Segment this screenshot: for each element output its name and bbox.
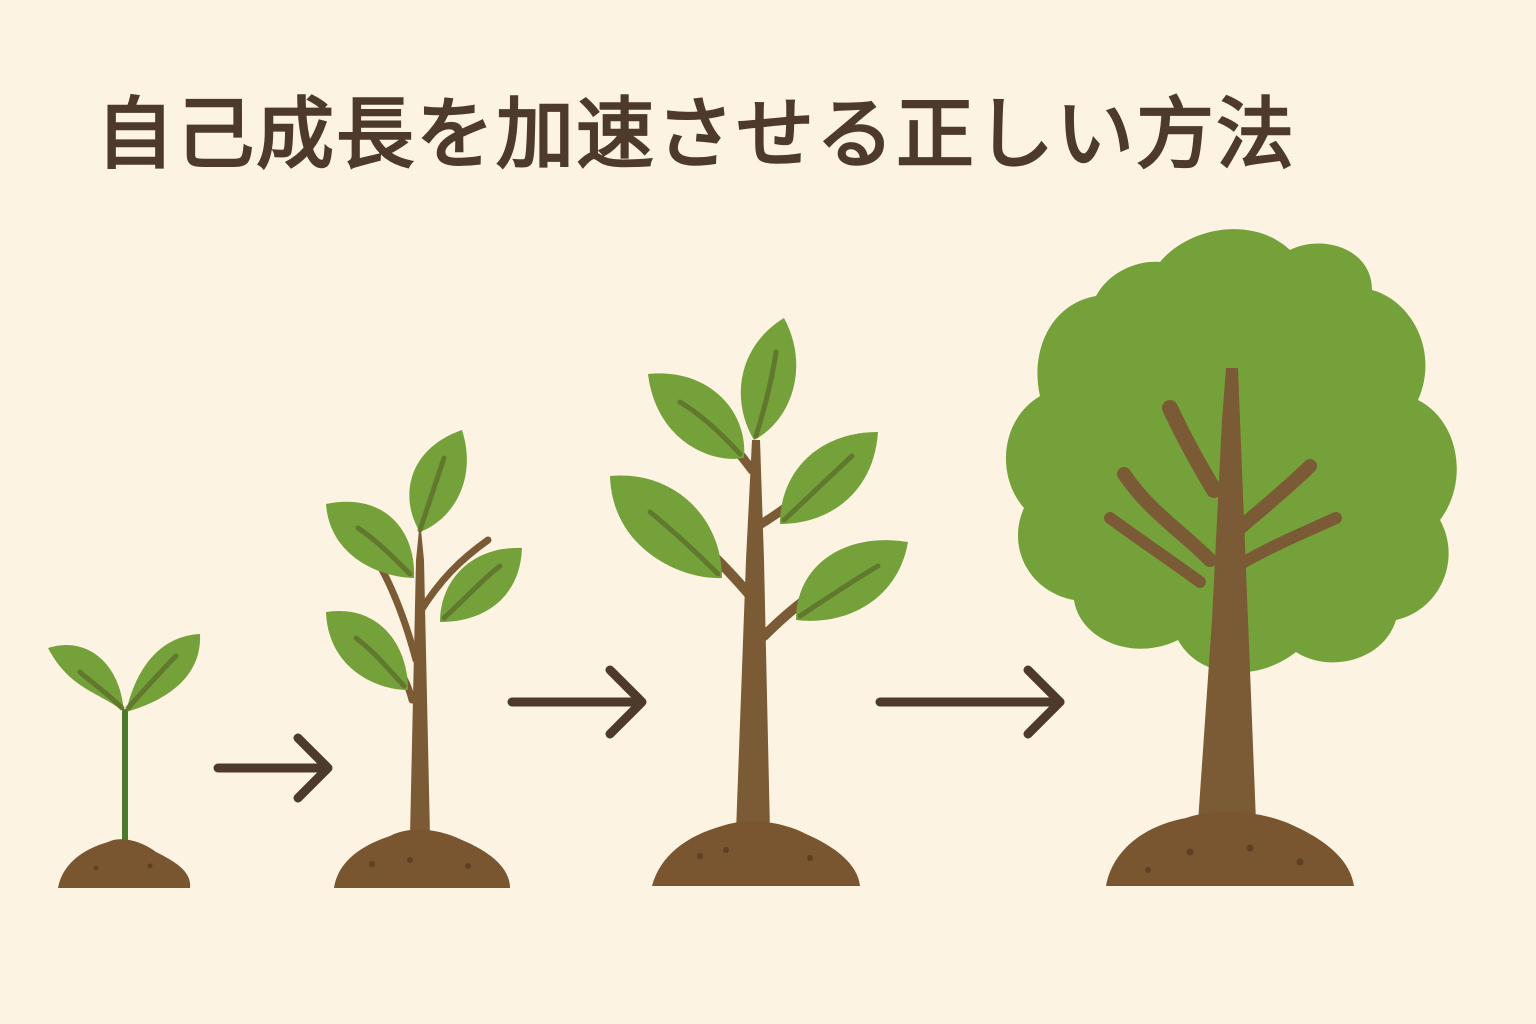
- sapling-soil-mound: [652, 821, 860, 886]
- arrow-2: [507, 665, 647, 739]
- arrow-3: [875, 665, 1065, 739]
- young-plant-stage: [326, 430, 522, 888]
- sapling-leaf-upper-right: [780, 432, 878, 524]
- sapling-stage: [610, 318, 908, 886]
- young-plant-leaf-right: [440, 547, 522, 622]
- sprout-stage: [48, 634, 201, 888]
- tree-branches: [1104, 400, 1342, 588]
- sapling-trunk: [736, 440, 770, 832]
- tree-soil-mound: [1106, 811, 1354, 886]
- young-plant-leaf-left-upper: [326, 501, 415, 578]
- young-plant-soil-mound: [334, 829, 510, 888]
- page-title: 自己成長を加速させる正しい方法: [96, 90, 1297, 180]
- sapling-leaf-lower-left: [610, 475, 722, 579]
- sapling-leaf-upper-left: [648, 373, 745, 459]
- young-plant-leaf-top: [409, 430, 467, 533]
- arrow-1: [213, 733, 333, 803]
- sprout-right-leaf: [125, 634, 201, 712]
- sapling-leaf-top: [740, 318, 797, 440]
- tree-stage: [1005, 229, 1457, 886]
- sapling-leaf-lower-right: [796, 540, 908, 621]
- sprout-soil-mound: [58, 839, 191, 888]
- young-plant-leaf-left-lower: [326, 610, 408, 690]
- tree-trunk: [1198, 368, 1256, 822]
- sprout-left-leaf: [48, 644, 125, 712]
- young-plant-trunk: [410, 520, 430, 836]
